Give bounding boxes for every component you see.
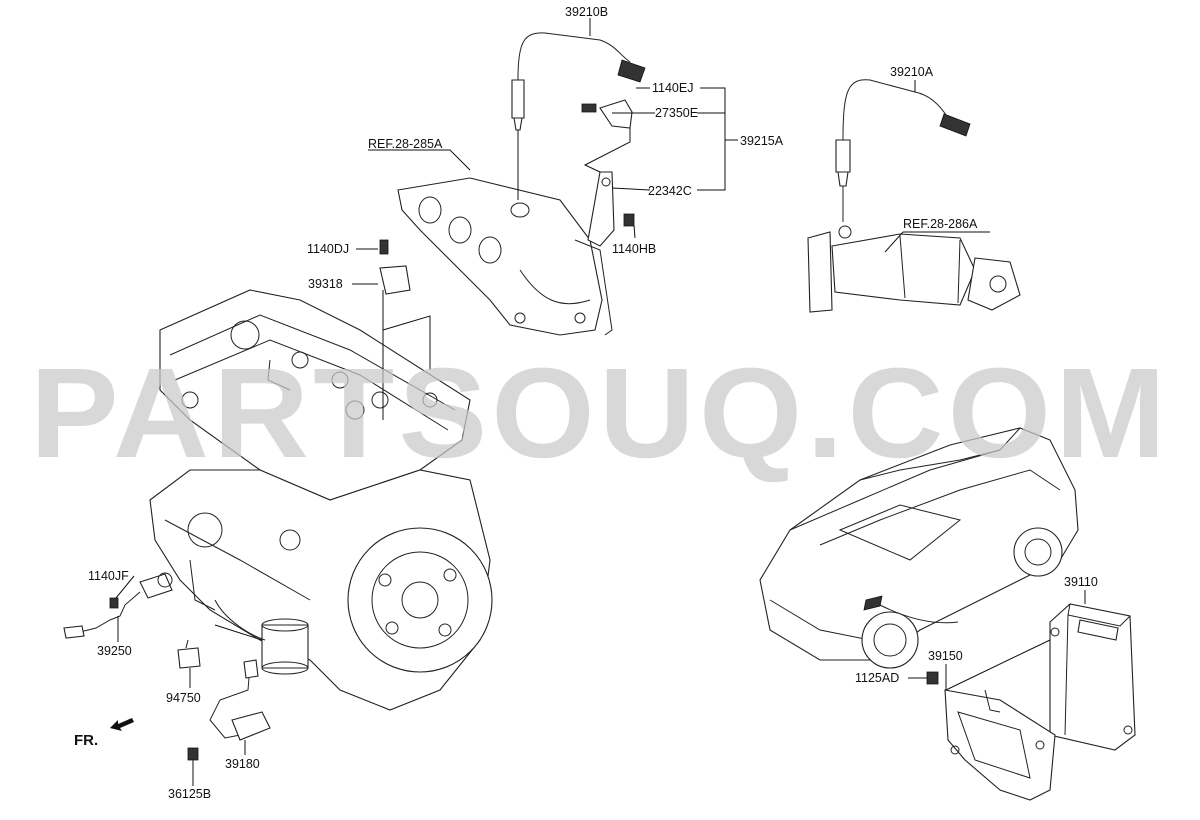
car-illustration [759,427,1079,669]
catalytic-converter [807,79,1021,313]
exhaust-manifold [397,177,613,336]
cam-position-sensor-39180 [187,659,271,761]
knock-sensor-39250 [63,572,173,639]
label-ref-28-285A[interactable]: REF.28-285A [368,137,443,151]
ecu-module [1049,603,1136,751]
part-labels: 39210B 1140EJ 27350E 39215A 22342C 1140H… [88,5,1098,801]
bracket-parts [581,99,635,247]
label-39210A[interactable]: 39210A [890,65,934,79]
label-94750[interactable]: 94750 [166,691,201,705]
label-1125AD[interactable]: 1125AD [855,671,899,685]
oxygen-sensor-39210B [511,32,646,200]
label-ref-28-286A[interactable]: REF.28-286A [903,217,978,231]
engine-assembly [149,289,493,711]
ecu-bracket [926,671,1056,801]
label-39318[interactable]: 39318 [308,277,343,291]
label-22342C[interactable]: 22342C [648,184,692,198]
leader-lines [115,18,1086,786]
label-1140DJ[interactable]: 1140DJ [307,242,349,256]
label-1140HB[interactable]: 1140HB [612,242,656,256]
front-direction-marker: FR. [74,718,134,749]
label-39215A[interactable]: 39215A [740,134,784,148]
map-sensor-39318 [379,239,431,420]
front-arrow-icon [110,718,134,731]
watermark-text: PARTSOUQ.COM [30,342,1170,485]
front-direction-label: FR. [74,732,98,749]
oil-pressure-switch-94750 [177,639,201,669]
label-39180[interactable]: 39180 [225,757,260,771]
label-39150[interactable]: 39150 [928,649,963,663]
label-1140JF[interactable]: 1140JF [88,569,129,583]
label-39210B[interactable]: 39210B [565,5,608,19]
label-39110[interactable]: 39110 [1064,575,1098,589]
label-1140EJ[interactable]: 1140EJ [652,81,693,95]
label-39250[interactable]: 39250 [97,644,132,658]
label-36125B[interactable]: 36125B [168,787,211,801]
label-27350E[interactable]: 27350E [655,106,698,120]
